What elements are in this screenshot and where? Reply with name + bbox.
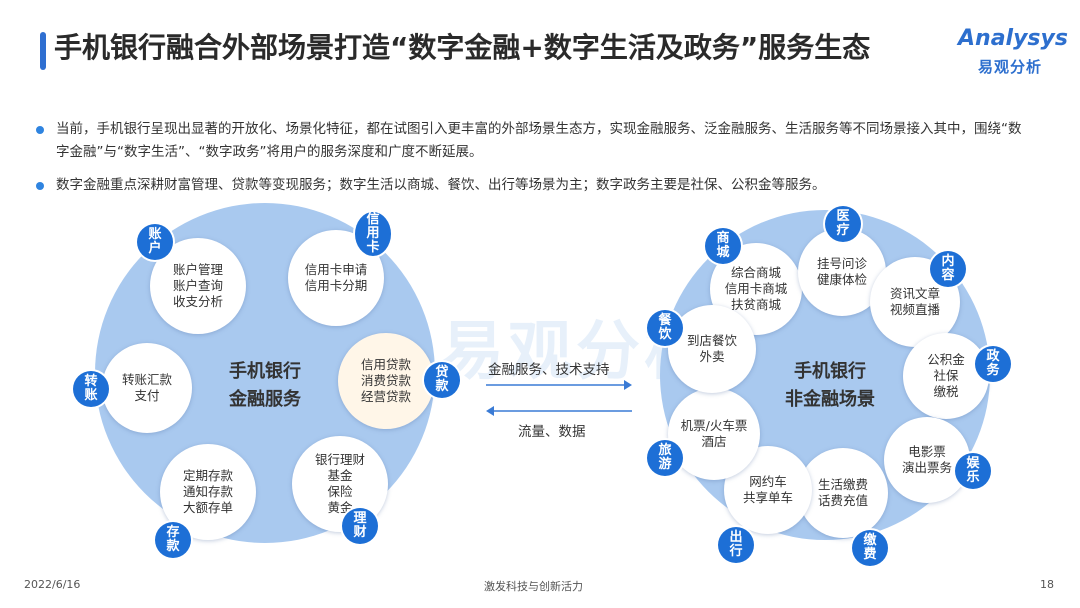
node-payment: 生活缴费 话费充值 [798, 448, 888, 538]
tag-deposit: 存 款 [155, 522, 191, 558]
node-loan: 信用贷款 消费贷款 经营贷款 [338, 333, 434, 429]
tag-mall: 商 城 [705, 228, 741, 264]
page-title: 手机银行融合外部场景打造“数字金融+数字生活及政务”服务生态 [54, 31, 871, 64]
footer-slogan: 激发科技与创新活力 [484, 580, 583, 593]
tag-medical: 医 疗 [825, 206, 861, 242]
bullet-dot-icon [36, 182, 44, 190]
left-arrow-icon [486, 406, 632, 416]
tag-payment: 缴 费 [852, 530, 888, 566]
bullet-text: 数字金融重点深耕财富管理、贷款等变现服务；数字生活以商城、餐饮、出行等场景为主；… [56, 177, 826, 193]
node-government: 公积金 社保 缴税 [903, 333, 989, 419]
logo: Analysys [958, 26, 1068, 51]
tag-travel: 出 行 [718, 527, 754, 563]
page-number: 18 [1040, 578, 1054, 591]
bullet-1: 当前，手机银行呈现出显著的开放化、场景化特征，都在试图引入更丰富的外部场景生态方… [36, 118, 1026, 164]
node-tourism: 机票/火车票 酒店 [668, 388, 760, 480]
non-financial-center: 手机银行 非金融场景 [785, 361, 875, 410]
arrow-label-bottom: 流量、数据 [518, 424, 586, 440]
tag-loan: 贷 款 [424, 362, 460, 398]
arrow-label-top: 金融服务、技术支持 [488, 362, 610, 378]
tag-transfer: 转 账 [73, 371, 109, 407]
node-entertainment: 电影票 演出票务 [884, 417, 970, 503]
footer-date: 2022/6/16 [24, 578, 81, 591]
title-accent-bar [40, 32, 46, 70]
tag-wealth: 理 财 [342, 508, 378, 544]
tag-entertainment: 娱 乐 [955, 453, 991, 489]
right-arrow-icon [486, 380, 632, 390]
node-dining: 到店餐饮 外卖 [668, 305, 756, 393]
tag-tourism: 旅 游 [647, 440, 683, 476]
tag-account: 账 户 [137, 224, 173, 260]
bullet-2: 数字金融重点深耕财富管理、贷款等变现服务；数字生活以商城、餐饮、出行等场景为主；… [36, 174, 1026, 197]
tag-dining: 餐 饮 [647, 310, 683, 346]
tag-content: 内 容 [930, 251, 966, 287]
node-transfer: 转账汇款 支付 [102, 343, 192, 433]
tag-credit-card: 信 用 卡 [355, 212, 391, 256]
bullet-dot-icon [36, 126, 44, 134]
tag-government: 政 务 [975, 346, 1011, 382]
bullet-text: 当前，手机银行呈现出显著的开放化、场景化特征，都在试图引入更丰富的外部场景生态方… [56, 121, 1022, 160]
financial-services-center: 手机银行 金融服务 [229, 361, 301, 410]
logo-subtitle: 易观分析 [978, 58, 1043, 76]
